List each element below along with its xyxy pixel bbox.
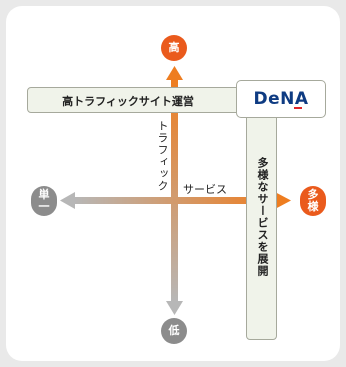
dena-logo-red-mark xyxy=(294,107,302,109)
diverse-services-label: 多様なサービスを展開 xyxy=(256,157,269,277)
service-axis-label: サービス xyxy=(183,183,227,196)
high-label: 高 xyxy=(168,41,180,54)
down-arrow-head xyxy=(166,301,183,315)
low-label: 低 xyxy=(168,324,180,337)
high-traffic-box: 高トラフィックサイト運営 xyxy=(27,87,241,113)
left-arrow-head xyxy=(60,192,75,209)
traffic-axis-label: トラフィック xyxy=(156,120,169,192)
single-label: 単一 xyxy=(38,188,50,213)
diverse-services-box: 多様なサービスを展開 xyxy=(246,112,277,340)
high-traffic-label: 高トラフィックサイト運営 xyxy=(62,95,194,108)
low-circle: 低 xyxy=(161,318,187,344)
diverse-label: 多様 xyxy=(307,188,319,213)
horizontal-axis-line xyxy=(74,197,276,204)
single-circle: 単一 xyxy=(31,186,57,216)
up-arrow-head xyxy=(166,66,183,80)
dena-logo: DeNA xyxy=(236,80,326,118)
diverse-circle: 多様 xyxy=(300,186,326,216)
right-arrow-head xyxy=(275,192,291,209)
high-circle: 高 xyxy=(161,35,187,61)
dena-logo-text: DeNA xyxy=(253,89,309,109)
vertical-axis-line xyxy=(171,80,178,302)
